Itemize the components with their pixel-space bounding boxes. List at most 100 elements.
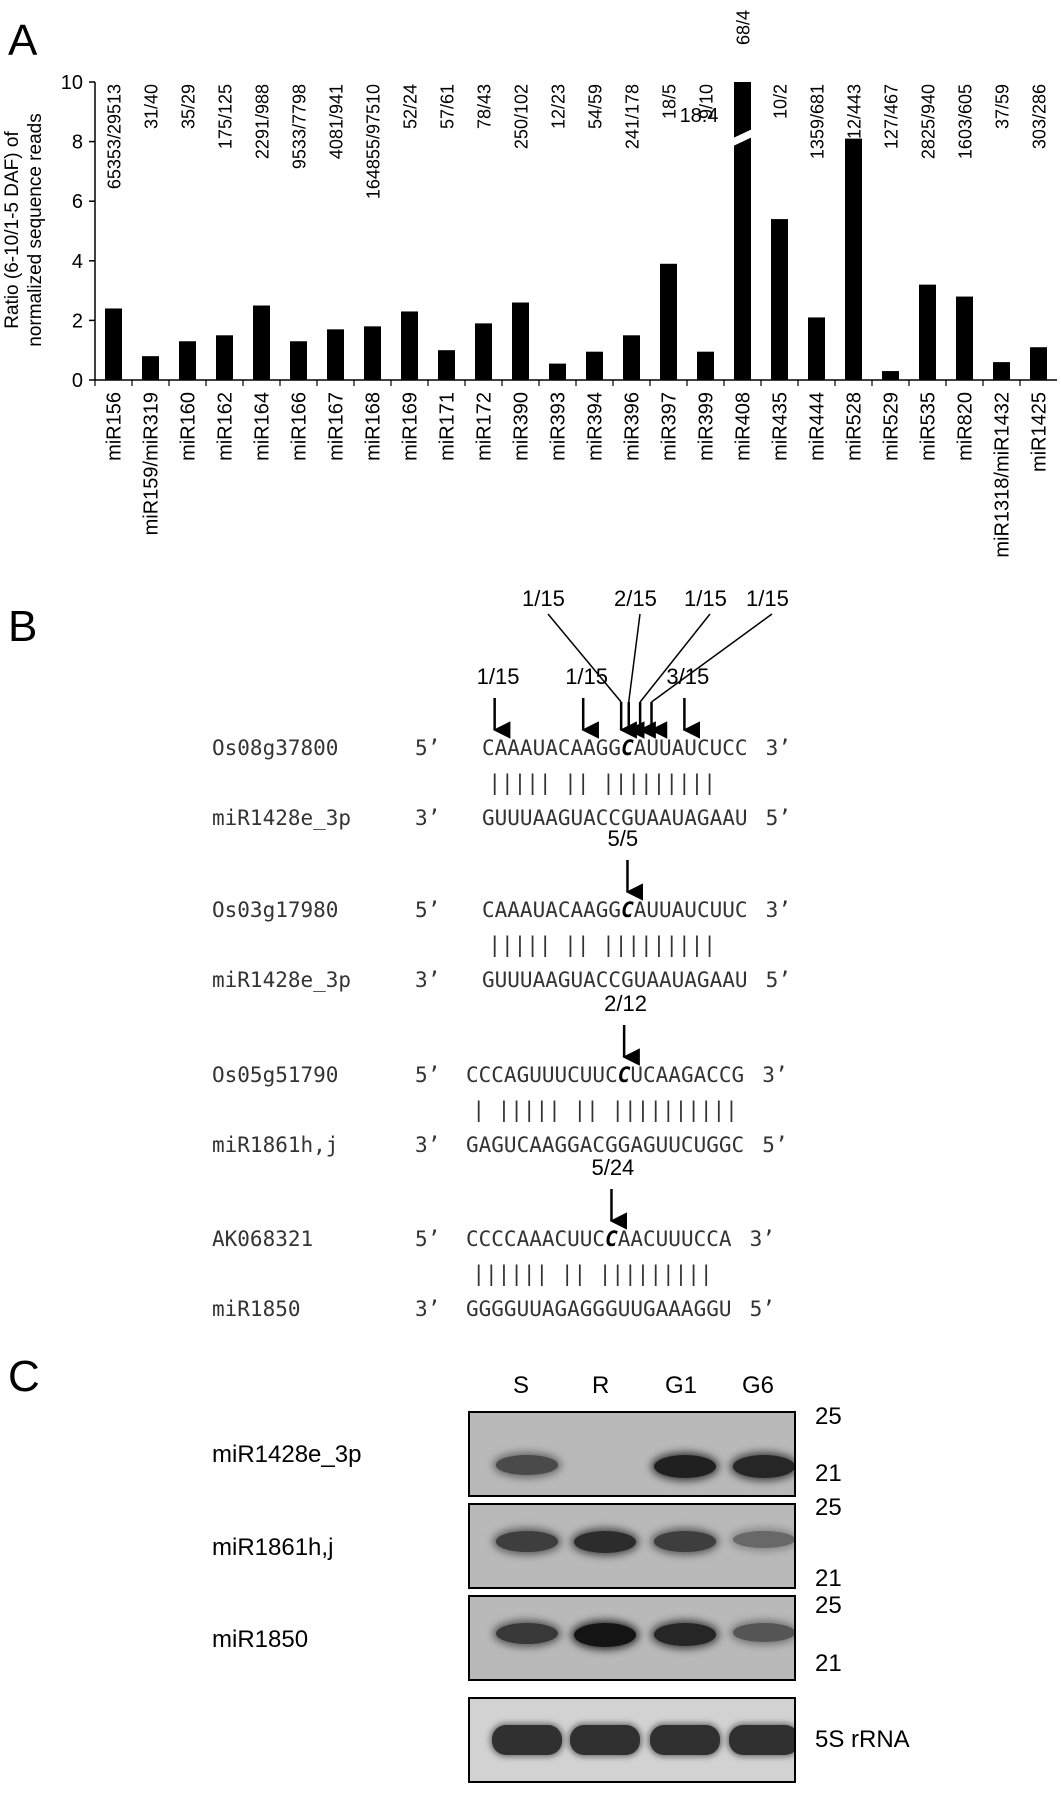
cleavage-fraction-label: 1/15 [522,586,565,611]
bar-mir444 [808,317,825,380]
base-pairing-lines: ||||| || ||||||||| [488,771,716,795]
target-sequence: CCCAGUUUCUUCCUCAAGACCG [466,1063,744,1087]
size-marker-21: 21 [815,1650,842,1677]
read-count-label: 31/40 [142,84,162,129]
target-sequence-3-part: AACUUUCCA [617,1227,732,1251]
cleavage-fraction-label: 5/24 [591,1155,635,1180]
rna-band [574,1623,636,1647]
three-prime-label: 3’ [765,736,791,760]
mirna-sequence: GAGUCAAGGACGGAGUUCUGGC [466,1133,745,1157]
read-count-label: 65353/29513 [105,84,125,189]
read-count-label: 9/10 [697,84,717,119]
target-sequence-3-part: UCAAGACCG [630,1063,745,1087]
bar-mir394 [586,351,603,380]
read-count-label: 4081/941 [327,84,347,159]
bar-mir156 [105,308,122,380]
x-tick-label: miR408 [733,392,755,461]
blot-label-mir1861: miR1861h,j [212,1534,334,1561]
five-prime-label: 5’ [749,1297,775,1321]
read-count-label: 241/178 [623,84,643,149]
five-prime-label: 5’ [415,1227,441,1251]
target-gene-name: Os05g51790 [212,1063,339,1087]
bar-mir162 [216,335,233,380]
cleavage-site-nucleotide: C [617,1063,631,1087]
read-count-label: 12/23 [549,84,569,129]
x-tick-label: miR1318/miR1432 [992,392,1014,558]
cleavage-leader-line [651,613,773,703]
target-sequence-5-part: CAAAUACAAGG [482,898,622,922]
bar-mir172 [475,323,492,380]
x-tick-label: miR393 [548,392,570,461]
x-tick-label: miR156 [104,392,126,461]
read-count-label: 52/24 [401,84,421,129]
rna-band [654,1531,716,1552]
mirna-sequence: GGGGUUAGAGGGUUGAAAGGU [466,1297,732,1321]
x-tick-label: miR171 [437,392,459,461]
x-tick-label: miR167 [326,392,348,461]
x-tick-label: miR444 [807,392,829,461]
broken-bar-value-label: 18.4 [680,105,719,127]
bar-mir1425 [1030,347,1047,380]
bar-mir1318-mir1432 [993,362,1010,380]
five-prime-label: 5’ [415,1063,441,1087]
read-count-label: 78/43 [475,84,495,129]
three-prime-label: 3’ [415,806,441,830]
rrna-band [729,1725,794,1755]
cleavage-site-nucleotide: C [621,898,634,922]
bar-mir164 [253,305,270,380]
y-tick-label: 8 [72,132,83,154]
bar-mir166 [290,341,307,380]
x-tick-label: miR162 [215,392,237,461]
three-prime-label: 3’ [749,1227,775,1251]
northern-blot-mir1850 [468,1595,796,1681]
rrna-band [570,1725,640,1755]
rna-band [496,1455,558,1475]
rna-band [654,1455,716,1478]
northern-blot-mir1861 [468,1503,796,1589]
target-gene-name: Os03g17980 [212,898,339,922]
three-prime-label: 3’ [765,898,791,922]
bar-mir393 [549,363,566,380]
loading-control-blot [468,1697,796,1783]
read-count-label: 54/59 [586,84,606,129]
bar-mir171 [438,350,455,380]
five-prime-label: 5’ [765,806,791,830]
read-count-label: 2825/940 [919,84,939,159]
read-count-label: 9533/7798 [290,84,310,169]
read-count-label: 68/4 [734,10,754,45]
cleavage-arrows [492,613,773,1230]
three-prime-label: 3’ [415,968,441,992]
bar-mir160 [179,341,196,380]
base-pairing-lines: ||||| || ||||||||| [488,933,716,957]
cleavage-fraction-label: 2/12 [604,991,647,1016]
cleavage-fraction-label: 5/5 [607,826,639,851]
size-marker-21: 21 [815,1565,842,1592]
cleavage-fraction-label: 1/15 [565,664,609,689]
y-axis-title: normalized sequence reads [25,113,46,346]
y-tick-label: 6 [72,191,83,213]
bar-mir396 [623,335,640,380]
cleavage-leader-line [547,613,622,703]
base-pairing-lines: |||||| || ||||||||| [472,1262,713,1286]
y-tick-label: 10 [61,72,83,94]
bar-mir528 [845,138,862,380]
panel-label-a: A [8,16,38,65]
read-count-label: 175/125 [216,84,236,149]
lane-label-r: R [592,1372,610,1399]
target-gene-name: AK068321 [212,1227,314,1251]
y-tick-label: 4 [72,251,83,273]
blot-label-mir1428: miR1428e_3p [212,1441,362,1468]
size-marker-25: 25 [815,1403,842,1430]
bar-mir408 [734,82,751,380]
target-sequence-3-part: AUUAUCUCC [633,736,748,760]
rrna-band [650,1725,720,1755]
x-tick-label: miR169 [400,392,422,461]
cleavage-fraction-label: 1/15 [746,586,789,611]
target-sequence: CAAAUACAAGGCAUUAUCUUC [482,898,748,922]
read-count-label: 2291/988 [253,84,273,159]
cleavage-fraction-label: 1/15 [684,586,727,611]
size-marker-25: 25 [815,1592,842,1619]
x-tick-label: miR168 [363,392,385,461]
lane-label-s: S [513,1372,530,1399]
